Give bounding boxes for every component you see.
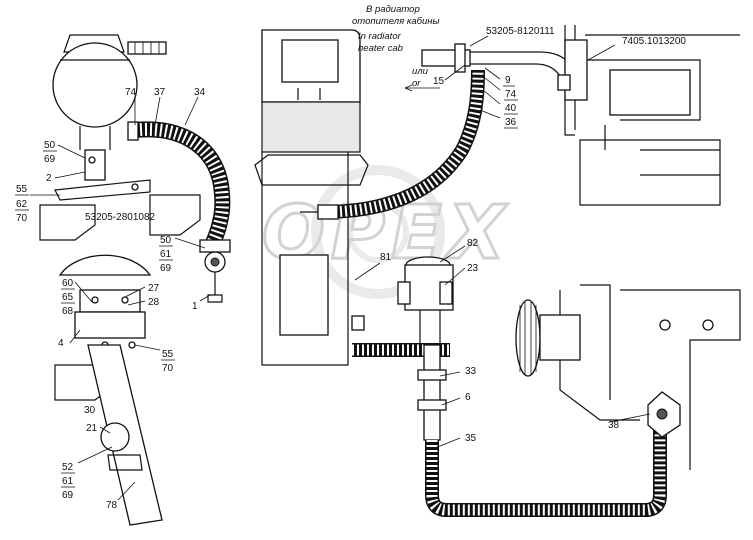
callout-78: 78 [106, 500, 118, 511]
callout-underlines [15, 85, 518, 488]
callout-70-b: 70 [162, 363, 174, 374]
callout-28: 28 [148, 297, 160, 308]
pipe-33 [417, 344, 447, 441]
valve-82 [397, 256, 454, 345]
callout-82: 82 [467, 238, 479, 249]
callout-50-b: 50 [160, 235, 172, 246]
engine-lower [515, 284, 741, 470]
callout-2: 2 [46, 173, 52, 184]
callout-34: 34 [194, 87, 206, 98]
note-en-line2: heater cab [358, 43, 403, 54]
callout-69-b: 69 [160, 263, 172, 274]
pn-bracket: 53205-2801082 [85, 212, 156, 223]
pipe-30 [87, 344, 163, 526]
hose-36 [300, 69, 485, 220]
callout-55-b: 55 [162, 349, 174, 360]
callout-61: 61 [160, 249, 172, 260]
callout-74: 74 [125, 87, 137, 98]
hose-35 [425, 420, 667, 517]
callout-81: 81 [380, 252, 392, 263]
callout-15: 15 [433, 76, 445, 87]
pn-upper-tube: 53205-8120111 [486, 26, 555, 37]
valve-1 [199, 239, 231, 303]
callout-36: 36 [505, 117, 517, 128]
note-or-ru: или [412, 66, 429, 77]
note-ru-line2: отопителя кабины [352, 16, 439, 27]
note-or-en: or [412, 78, 421, 89]
callout-38: 38 [608, 420, 620, 431]
callout-68: 68 [62, 306, 74, 317]
hose-34 [127, 121, 231, 249]
callout-4: 4 [58, 338, 64, 349]
callout-74-b: 74 [505, 89, 517, 100]
engine-block [564, 25, 740, 206]
callout-33: 33 [465, 366, 477, 377]
note-en-line1: In radiator [358, 31, 402, 42]
callout-23: 23 [467, 263, 479, 274]
callout-69: 69 [44, 154, 56, 165]
callout-69-c: 69 [62, 490, 74, 501]
pump-7405 [557, 39, 588, 101]
heater-unit-81 [254, 29, 369, 366]
callout-35: 35 [465, 433, 477, 444]
callout-70: 70 [16, 213, 28, 224]
lower-tank [54, 254, 152, 401]
bracket-2 [39, 149, 201, 241]
callout-1: 1 [192, 301, 198, 312]
callout-50: 50 [44, 140, 56, 151]
note-ru-line1: В радиатор [366, 4, 420, 15]
callout-6: 6 [465, 392, 471, 403]
pn-engine: 7405.1013200 [622, 36, 686, 47]
callout-65: 65 [62, 292, 74, 303]
callout-55: 55 [16, 184, 28, 195]
callout-61-b: 61 [62, 476, 74, 487]
callout-21: 21 [86, 423, 98, 434]
callout-27: 27 [148, 283, 160, 294]
expansion-tank [52, 34, 167, 150]
leader-lines [30, 35, 651, 501]
callout-37: 37 [154, 87, 166, 98]
callout-40: 40 [505, 103, 517, 114]
callout-52: 52 [62, 462, 74, 473]
callout-60: 60 [62, 278, 74, 289]
callout-9: 9 [505, 75, 511, 86]
callout-30: 30 [84, 405, 96, 416]
callout-62: 62 [16, 199, 28, 210]
upper-tube [404, 43, 571, 92]
